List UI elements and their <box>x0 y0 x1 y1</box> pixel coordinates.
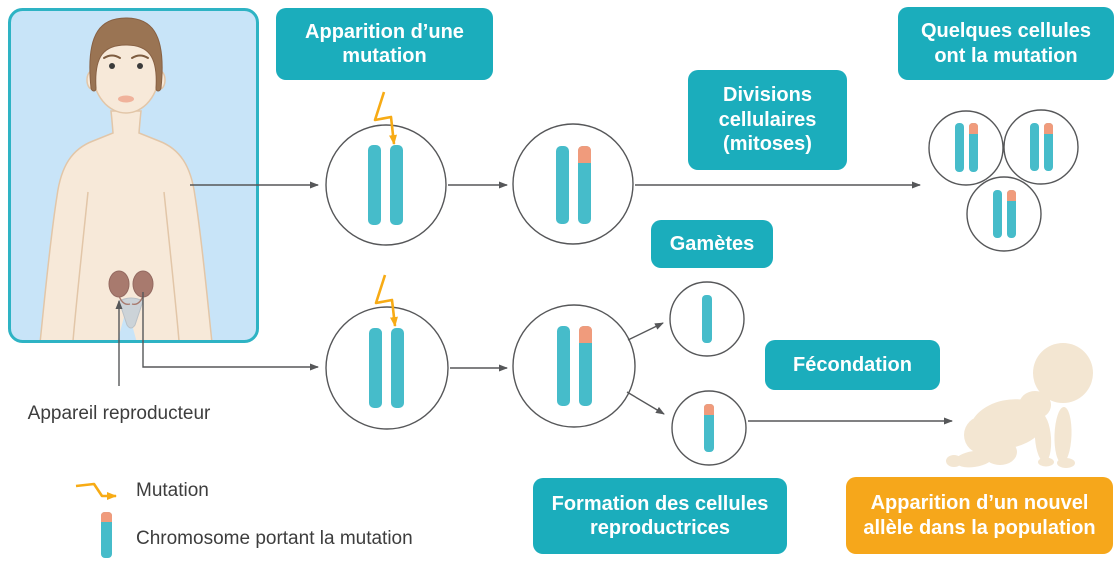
chromosomes-somatic-cell <box>368 145 403 225</box>
arrow-gonad-to-germline <box>142 292 319 371</box>
somatic-cell-mutated <box>512 123 634 245</box>
chromosomes-somatic-mutated <box>556 146 591 224</box>
stage-label-reproductive-cells-formation: Formation des cellules reproductrices <box>533 478 787 554</box>
left-tube <box>118 295 131 306</box>
daughter-cell-1 <box>928 110 1004 186</box>
stage-label-cell-divisions: Divisions cellulaires (mitoses) <box>688 70 847 170</box>
chromosome-gamete-mutated <box>704 404 714 452</box>
arrow-to-gamete-mutated <box>626 391 665 415</box>
somatic-cell <box>325 124 447 246</box>
stage-label-mutation-appearance: Apparition d’une mutation <box>276 8 493 80</box>
legend-mutation-label: Mutation <box>136 480 209 501</box>
lightning-bolt-icon <box>373 91 397 145</box>
right-eye <box>137 63 143 69</box>
germline-cell <box>325 306 449 430</box>
chromosome-gamete-normal <box>702 295 712 343</box>
left-arm-line <box>72 191 89 340</box>
uterus <box>118 297 144 329</box>
chromosomes-germline-cell <box>369 328 404 408</box>
legend-chromosome-label: Chromosome portant la mutation <box>136 528 413 549</box>
human-figure <box>39 17 213 340</box>
right-eyebrow <box>131 54 149 59</box>
left-eyebrow <box>103 54 121 59</box>
daughter-cell-3 <box>966 176 1042 252</box>
chromosomes-daughter-2 <box>1030 123 1053 171</box>
lightning-bolt-icon <box>374 274 398 327</box>
left-eye <box>109 63 115 69</box>
hair <box>89 17 163 92</box>
stage-label-new-allele: Apparition d’un nouvel allèle dans la po… <box>846 477 1113 554</box>
right-arm-line <box>163 191 180 340</box>
reproductive-system-caption: Appareil reproducteur <box>27 403 211 424</box>
chromosomes-daughter-1 <box>955 123 978 172</box>
right-tube <box>131 295 144 306</box>
stage-label-fertilization: Fécondation <box>765 340 940 390</box>
stage-label-some-cells-mutation: Quelques cellules ont la mutation <box>898 7 1114 80</box>
daughter-cell-2 <box>1003 109 1079 185</box>
germline-cell-mutated <box>512 304 636 428</box>
mutation-arrow-icon <box>75 482 117 500</box>
chromosomes-germline-mutated <box>557 326 592 406</box>
torso <box>39 110 213 340</box>
stage-label-gametes: Gamètes <box>651 220 773 268</box>
chromosomes-daughter-3 <box>993 190 1016 238</box>
gonad-left <box>108 270 130 298</box>
arrow-to-gamete-normal <box>627 322 664 341</box>
mutated-chromosome-icon <box>101 512 112 558</box>
baby-figure <box>946 343 1093 468</box>
mouth <box>118 95 134 103</box>
